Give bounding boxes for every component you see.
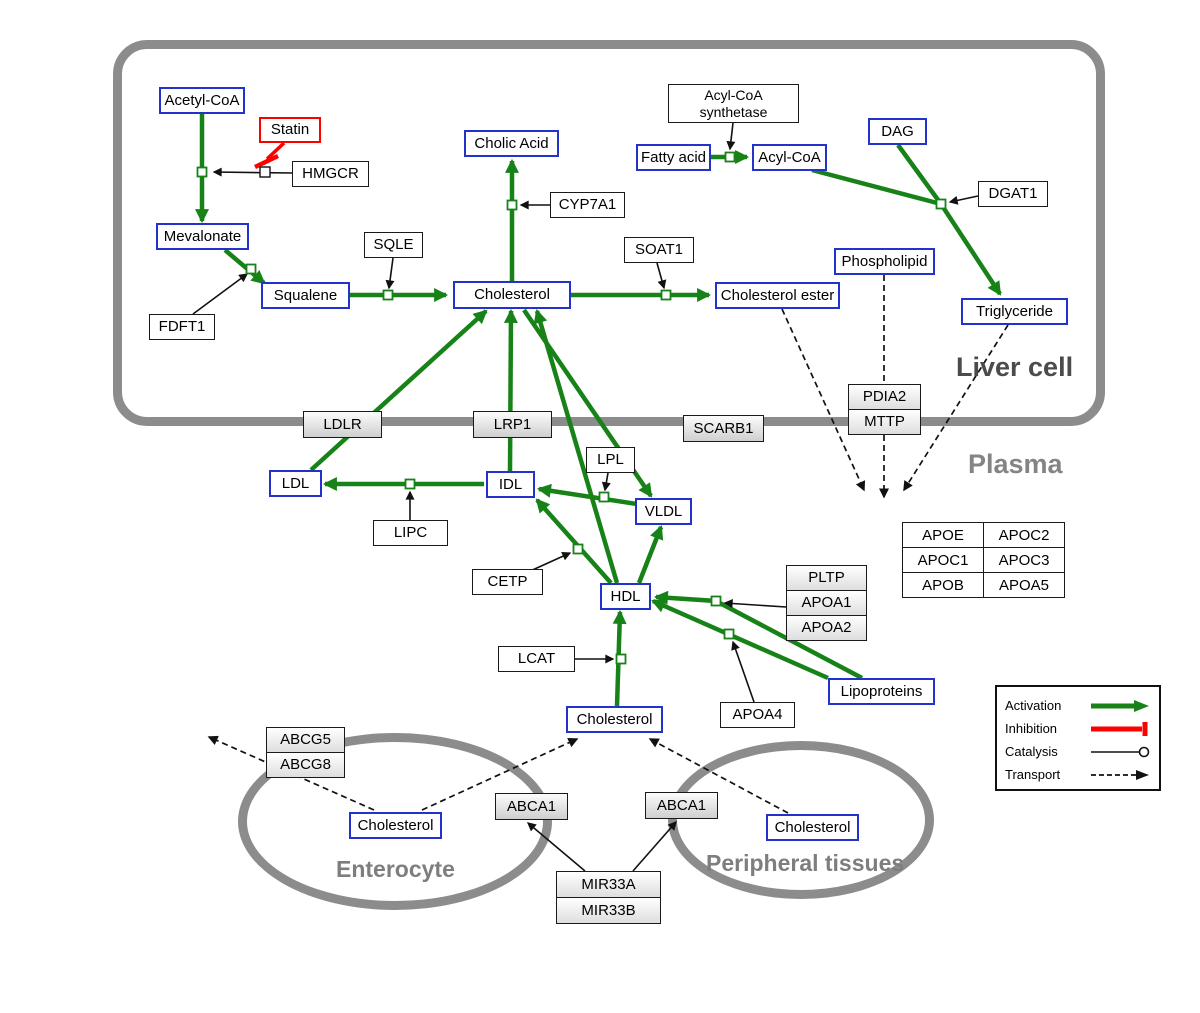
- node-vldl[interactable]: VLDL: [635, 498, 692, 525]
- node-ldlr[interactable]: LDLR: [303, 411, 382, 438]
- node-squalene[interactable]: Squalene: [261, 282, 350, 309]
- node-hdl[interactable]: HDL: [600, 583, 651, 610]
- node-cholesterol-liver[interactable]: Cholesterol: [453, 281, 571, 309]
- node-mttp[interactable]: MTTP: [848, 409, 921, 435]
- liver-cell-label: Liver cell: [956, 352, 1074, 382]
- node-fatty-acid[interactable]: Fatty acid: [636, 144, 711, 171]
- legend-catalysis-row: Catalysis: [1005, 740, 1151, 763]
- node-ldl[interactable]: LDL: [269, 470, 322, 497]
- node-hmgcr[interactable]: HMGCR: [292, 161, 369, 187]
- apo-cell[interactable]: APOC2: [984, 523, 1064, 547]
- node-sqle[interactable]: SQLE: [364, 232, 423, 258]
- node-acyl-coa[interactable]: Acyl-CoA: [752, 144, 827, 171]
- peripheral-tissues-membrane: [668, 741, 934, 899]
- legend-inhibition-label: Inhibition: [1005, 721, 1058, 736]
- legend-inhibition-row: Inhibition: [1005, 717, 1151, 740]
- node-abcg5[interactable]: ABCG5: [266, 727, 345, 753]
- node-cholesterol-enterocyte[interactable]: Cholesterol: [349, 812, 442, 839]
- node-soat1[interactable]: SOAT1: [624, 237, 694, 263]
- node-abca1-enterocyte[interactable]: ABCA1: [495, 793, 568, 820]
- apolipoprotein-table: APOE APOC2 APOC1 APOC3 APOB APOA5: [902, 522, 1065, 598]
- catalysis-circle-icon: [1091, 746, 1150, 757]
- node-cholesterol-peripheral[interactable]: Cholesterol: [766, 814, 859, 841]
- apo-cell[interactable]: APOE: [903, 523, 983, 547]
- node-apoa2[interactable]: APOA2: [786, 615, 867, 641]
- node-fdft1[interactable]: FDFT1: [149, 314, 215, 340]
- enterocyte-membrane: [238, 733, 552, 910]
- legend-activation-label: Activation: [1005, 698, 1062, 713]
- node-pdia2[interactable]: PDIA2: [848, 384, 921, 410]
- node-acetyl-coa[interactable]: Acetyl-CoA: [159, 87, 245, 114]
- node-statin[interactable]: Statin: [259, 117, 321, 143]
- apo-cell[interactable]: APOC3: [984, 548, 1064, 572]
- node-lrp1[interactable]: LRP1: [473, 411, 552, 438]
- node-mevalonate[interactable]: Mevalonate: [156, 223, 249, 250]
- transport-arrow-icon: [1091, 769, 1149, 780]
- node-lipoproteins[interactable]: Lipoproteins: [828, 678, 935, 705]
- enterocyte-label: Enterocyte: [336, 856, 455, 882]
- node-phospholipid[interactable]: Phospholipid: [834, 248, 935, 275]
- node-dag[interactable]: DAG: [868, 118, 927, 145]
- node-lcat[interactable]: LCAT: [498, 646, 575, 672]
- node-abcg8[interactable]: ABCG8: [266, 752, 345, 778]
- node-triglyceride[interactable]: Triglyceride: [961, 298, 1068, 325]
- node-idl[interactable]: IDL: [486, 471, 535, 498]
- activation-arrow-icon: [1091, 699, 1149, 712]
- legend: Activation Inhibition Catalysis Transpor…: [995, 685, 1161, 791]
- node-apoa1[interactable]: APOA1: [786, 590, 867, 616]
- node-acyl-coa-synthetase[interactable]: Acyl-CoA synthetase: [668, 84, 799, 123]
- node-apoa4[interactable]: APOA4: [720, 702, 795, 728]
- node-cholesterol-ester[interactable]: Cholesterol ester: [715, 282, 840, 309]
- apo-cell[interactable]: APOA5: [984, 573, 1064, 597]
- node-mir33b[interactable]: MIR33B: [556, 897, 661, 924]
- node-scarb1[interactable]: SCARB1: [683, 415, 764, 442]
- peripheral-tissues-label: Peripheral tissues: [706, 850, 905, 876]
- node-cyp7a1[interactable]: CYP7A1: [550, 192, 625, 218]
- plasma-label: Plasma: [968, 449, 1063, 479]
- node-dgat1[interactable]: DGAT1: [978, 181, 1048, 207]
- apo-cell[interactable]: APOB: [903, 573, 983, 597]
- node-lpl[interactable]: LPL: [586, 447, 635, 473]
- node-pltp[interactable]: PLTP: [786, 565, 867, 591]
- legend-transport-label: Transport: [1005, 767, 1061, 782]
- node-lipc[interactable]: LIPC: [373, 520, 448, 546]
- legend-catalysis-label: Catalysis: [1005, 744, 1058, 759]
- legend-activation-row: Activation: [1005, 694, 1151, 717]
- legend-transport-row: Transport: [1005, 763, 1151, 786]
- inhibition-tbar-icon: [1091, 721, 1148, 736]
- apo-cell[interactable]: APOC1: [903, 548, 983, 572]
- node-cholic-acid[interactable]: Cholic Acid: [464, 130, 559, 157]
- node-cholesterol-plasma[interactable]: Cholesterol: [566, 706, 663, 733]
- node-cetp[interactable]: CETP: [472, 569, 543, 595]
- node-abca1-peripheral[interactable]: ABCA1: [645, 792, 718, 819]
- node-mir33a[interactable]: MIR33A: [556, 871, 661, 898]
